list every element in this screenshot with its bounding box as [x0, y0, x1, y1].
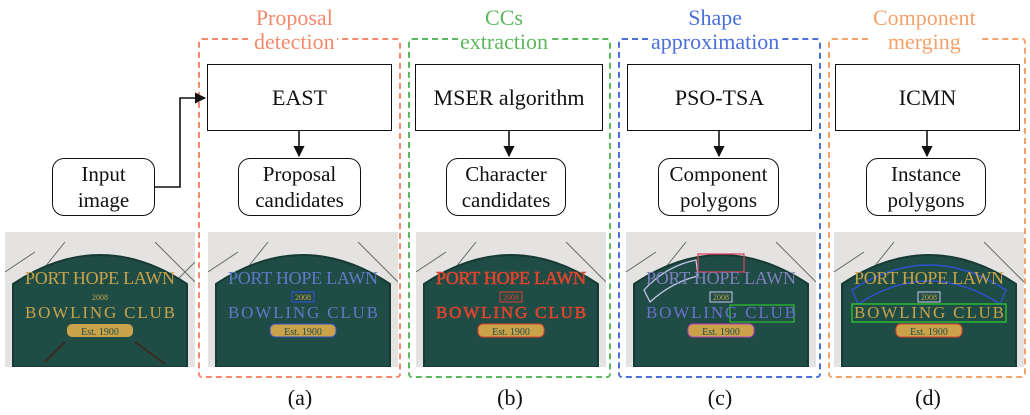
arrow-input-to-east — [155, 92, 207, 188]
sign-image-c: PORT HOPE LAWN 2008 BOWLING CLUB Est. 19… — [626, 232, 816, 367]
sign-line2: BOWLING CLUB — [646, 303, 796, 322]
sign-image-b: PORT HOPE LAWN 2008 BOWLING CLUB Est. 19… — [416, 232, 606, 367]
sign-line1: PORT HOPE LAWN — [25, 268, 175, 288]
method-box-icmn: ICMN — [835, 64, 1020, 131]
sign-est: Est. 1900 — [284, 327, 322, 338]
panel-label-c: (c) — [707, 385, 733, 410]
method-box-mser: MSER algorithm — [415, 64, 603, 131]
sign-est: Est. 1900 — [81, 327, 119, 338]
stage-title-b: CCs extraction — [458, 5, 550, 54]
sign-est: Est. 1900 — [910, 327, 948, 338]
method-box-pso-tsa: PSO-TSA — [627, 64, 812, 131]
sign-small: 2008 — [295, 293, 311, 302]
sign-small: 2008 — [503, 293, 519, 302]
stage-title-c: Shape approximation — [649, 5, 782, 54]
stage-title-a: Proposal detection — [252, 5, 337, 54]
sign-image-d: PORT HOPE LAWN 2008 BOWLING CLUB Est. 19… — [834, 232, 1024, 367]
result-box-proposal-candidates: Proposal candidates — [238, 158, 361, 216]
sign-line2: BOWLING CLUB — [228, 303, 378, 322]
sign-line1: PORT HOPE LAWN — [854, 268, 1004, 288]
sign-est: Est. 1900 — [702, 327, 740, 338]
stage-title-d: Component merging — [871, 5, 978, 54]
sign-line2: BOWLING CLUB — [854, 303, 1004, 322]
sign-small: 2008 — [713, 293, 729, 302]
sign-image-a: PORT HOPE LAWN 2008 BOWLING CLUB Est. 19… — [208, 232, 398, 367]
result-box-instance-polygons: Instance polygons — [866, 158, 986, 216]
sign-small: 2008 — [92, 293, 108, 302]
sign-est: Est. 1900 — [492, 327, 530, 338]
method-box-east: EAST — [207, 64, 392, 131]
sign-line2: BOWLING CLUB — [25, 303, 175, 322]
sign-line1: PORT HOPE LAWN — [646, 268, 796, 288]
input-image-box: Input image — [52, 158, 155, 216]
panel-label-a: (a) — [287, 385, 313, 410]
sign-image-input: PORT HOPE LAWN 2008 BOWLING CLUB Est. 19… — [5, 232, 195, 367]
result-box-character-candidates: Character candidates — [446, 158, 566, 216]
sign-line1: PORT HOPE LAWN — [436, 268, 586, 288]
sign-line1: PORT HOPE LAWN — [228, 268, 378, 288]
panel-label-b: (b) — [497, 385, 523, 410]
sign-line2: BOWLING CLUB — [436, 303, 586, 322]
panel-label-d: (d) — [915, 385, 941, 410]
sign-small: 2008 — [921, 293, 937, 302]
result-box-component-polygons: Component polygons — [658, 158, 779, 216]
